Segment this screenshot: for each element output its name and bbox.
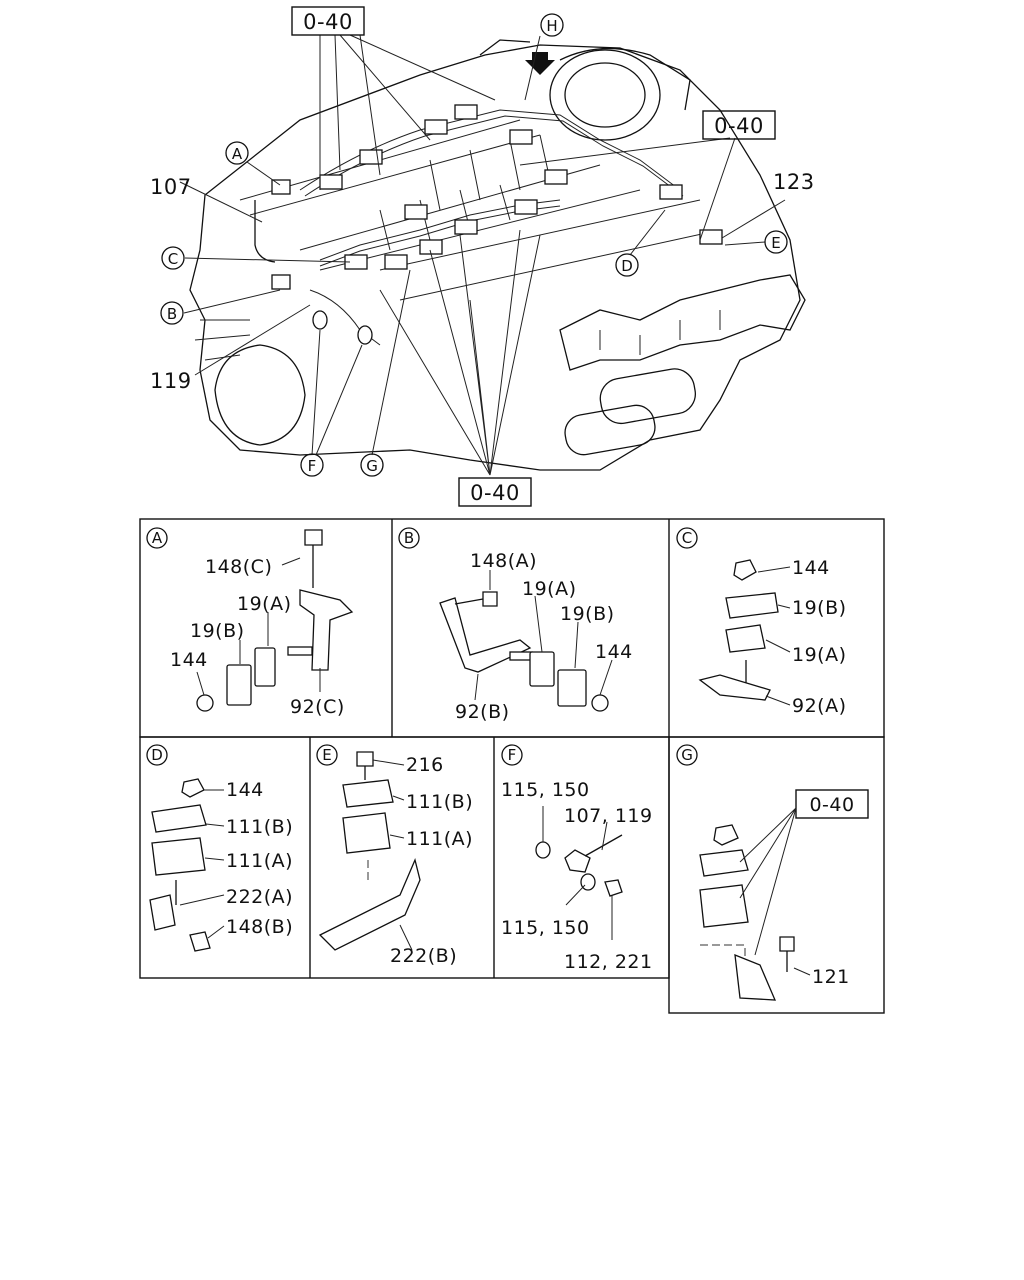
main-callouts: 0-40 H 0-40 A 107 123 C E D B 119 F G 0-… <box>150 6 815 507</box>
detail-g-letter: G <box>681 746 693 764</box>
detail-a-label-19b: 19(B) <box>190 620 245 642</box>
detail-d-label-144: 144 <box>226 779 264 801</box>
detail-e-label-216: 216 <box>406 754 444 776</box>
view-circle-h <box>540 13 564 37</box>
detail-a-label-92c: 92(C) <box>290 696 345 718</box>
detail-f-label-107-119: 107, 119 <box>564 805 653 827</box>
detail-f-letter: F <box>508 746 517 764</box>
detail-e-label-222b: 222(B) <box>390 945 457 967</box>
ref-label-top: 0-40 <box>303 10 353 34</box>
detail-d-label-222a: 222(A) <box>226 886 293 908</box>
ref-box-bottom <box>458 477 532 507</box>
ref-box-top <box>291 6 365 36</box>
detail-e: E 216 111(B) 111(A) 222(B) <box>316 744 473 967</box>
callout-letter-g: G <box>366 457 378 475</box>
detail-a-label-144: 144 <box>170 649 208 671</box>
detail-b-label-148a: 148(A) <box>470 550 537 572</box>
callout-circle-g <box>360 453 384 477</box>
callout-letter-d: D <box>621 257 633 275</box>
detail-c-label-92a: 92(A) <box>792 695 847 717</box>
callout-letter-e: E <box>771 234 780 252</box>
detail-c: C 144 19(B) 19(A) 92(A) <box>676 527 847 717</box>
detail-d-label-148b: 148(B) <box>226 916 293 938</box>
callout-circle-c <box>161 246 185 270</box>
ref-label-bottom: 0-40 <box>470 481 520 505</box>
detail-g-label-121: 121 <box>812 966 850 988</box>
callout-circle-b <box>160 301 184 325</box>
ref-box-right <box>702 110 776 140</box>
part-label-107: 107 <box>150 175 192 199</box>
detail-a: A 148(C) 19(A) 19(B) 144 92(C) <box>146 527 354 718</box>
callout-letter-a: A <box>232 145 243 163</box>
detail-c-label-19a: 19(A) <box>792 644 847 666</box>
detail-d: D 144 111(B) 111(A) 222(A) 148(B) <box>146 744 293 952</box>
detail-b-label-92b: 92(B) <box>455 701 510 723</box>
part-label-123: 123 <box>773 170 815 194</box>
part-label-119: 119 <box>150 369 192 393</box>
callout-letter-c: C <box>168 250 178 268</box>
detail-b: B 148(A) 19(A) 19(B) 144 92(B) <box>398 527 633 723</box>
detail-d-letter: D <box>151 746 163 764</box>
detail-e-label-111b: 111(B) <box>406 791 473 813</box>
detail-b-label-19a: 19(A) <box>522 578 577 600</box>
detail-e-letter: E <box>322 746 331 764</box>
detail-c-label-19b: 19(B) <box>792 597 847 619</box>
detail-b-letter: B <box>404 529 414 547</box>
engine-illustration <box>189 39 806 471</box>
view-letter-h: H <box>546 17 557 35</box>
callout-circle-a <box>225 141 249 165</box>
ref-label-right: 0-40 <box>714 114 764 138</box>
detail-a-letter: A <box>152 529 163 547</box>
detail-f-label-115-150-bottom: 115, 150 <box>501 917 590 939</box>
detail-d-label-111a: 111(A) <box>226 850 293 872</box>
callout-letter-b: B <box>167 305 177 323</box>
callout-circle-e <box>764 230 788 254</box>
detail-f-label-115-150-top: 115, 150 <box>501 779 590 801</box>
detail-a-label-148c: 148(C) <box>205 556 272 578</box>
main-leader-lines <box>179 34 786 476</box>
callout-circle-f <box>300 453 324 477</box>
detail-f: F 115, 150 107, 119 115, 150 112, 221 <box>501 744 653 973</box>
detail-d-label-111b: 111(B) <box>226 816 293 838</box>
detail-f-label-112-221: 112, 221 <box>564 951 653 973</box>
detail-g-ref-label: 0-40 <box>809 794 854 816</box>
detail-b-label-144: 144 <box>595 641 633 663</box>
callout-circle-d <box>615 253 639 277</box>
callout-letter-f: F <box>308 457 317 475</box>
detail-grid <box>139 518 885 1014</box>
detail-a-label-19a: 19(A) <box>237 593 292 615</box>
detail-g: G 0-40 121 <box>676 744 869 1001</box>
detail-c-label-144: 144 <box>792 557 830 579</box>
detail-b-label-19b: 19(B) <box>560 603 615 625</box>
detail-e-label-111a: 111(A) <box>406 828 473 850</box>
detail-c-letter: C <box>682 529 692 547</box>
